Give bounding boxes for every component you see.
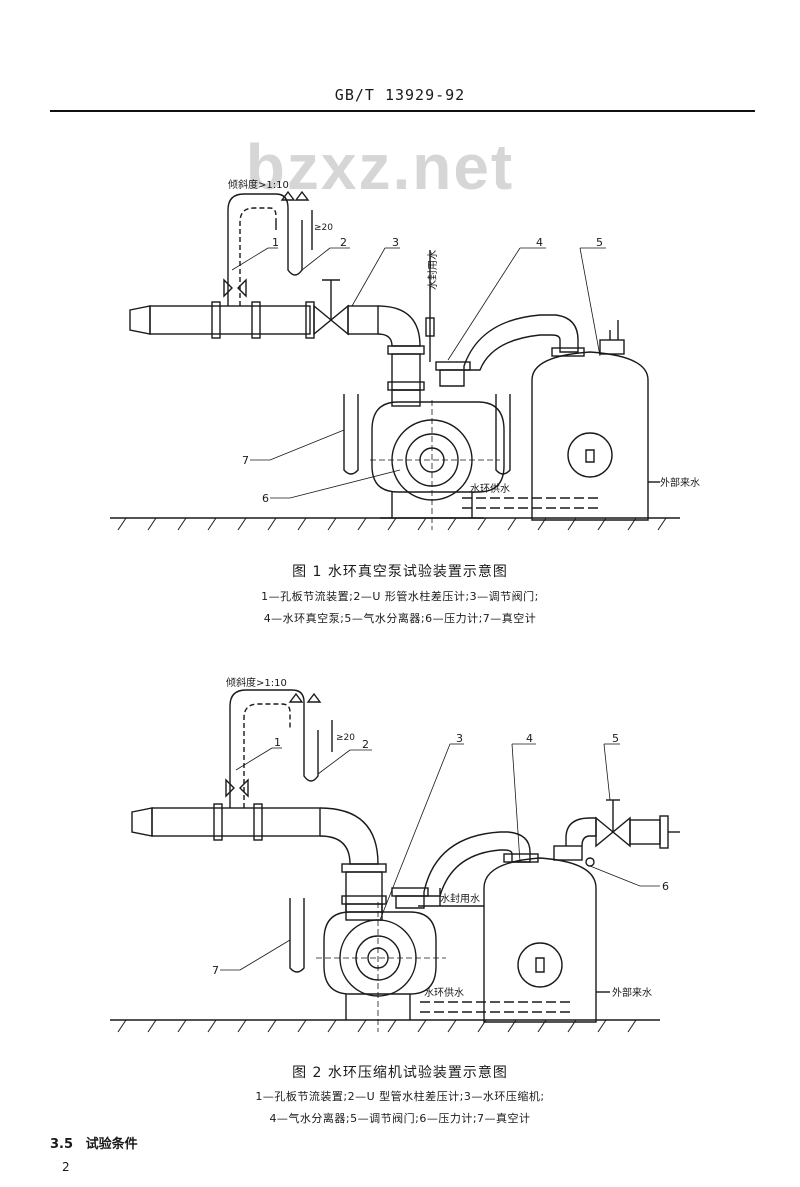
figure2-legend-line2: 4—气水分离器;5—调节阀门;6—压力计;7—真空计 [269,1112,531,1125]
fig1-drain-label: 外部来水 [660,476,700,489]
fig2-drain-label: 外部来水 [612,986,652,999]
fig2-callout-3: 3 [456,732,463,745]
fig2-callout-1: 1 [274,736,281,749]
fig1-dim-label: ≥20 [314,223,333,233]
fig1-slope-label: 倾斜度>1:10 [228,178,289,191]
figure1-legend-line2: 4—水环真空泵;5—气水分离器;6—压力计;7—真空计 [263,612,537,625]
page-number: 2 [62,1160,70,1174]
section-heading: 3.5 试验条件 [50,1133,138,1152]
section-number: 3.5 [50,1137,74,1152]
figure1-diagram: 1 2 3 4 5 6 7 倾斜度>1:10 ≥20 水环供水 外部来水 水封用… [110,178,700,531]
fig2-callout-4: 4 [526,732,533,745]
section-title: 试验条件 [85,1137,138,1152]
header-rule [50,110,755,112]
fig1-callout-2: 2 [340,236,347,249]
figure2-legend-line1: 1—孔板节流装置;2—U 型管水柱差压计;3—水环压缩机; [255,1090,545,1103]
figure2-title: 图 2 水环压缩机试验装置示意图 [292,1065,508,1081]
fig2-slope-label: 倾斜度>1:10 [226,676,287,689]
fig2-callout-6: 6 [662,880,669,893]
fig1-callout-3: 3 [392,236,399,249]
fig2-ring-water-label: 水环供水 [424,986,464,999]
fig1-callout-7: 7 [242,454,249,467]
fig2-seal-water-label: 水封用水 [440,892,480,905]
fig1-ring-water-label: 水环供水 [470,482,510,495]
fig1-callout-5: 5 [596,236,603,249]
fig1-callout-4: 4 [536,236,543,249]
fig1-callout-1: 1 [272,236,279,249]
figure1-title: 图 1 水环真空泵试验装置示意图 [292,564,508,580]
watermark: bzxz.net [245,131,515,203]
standard-header: GB/T 13929-92 [334,86,466,104]
fig2-dim-label: ≥20 [336,733,355,743]
figure2-diagram: 1 2 3 4 5 6 7 倾斜度>1:10 ≥20 水封用水 水环供水 外部来… [110,676,680,1033]
fig1-seal-water-label: 水封用水 [426,250,439,290]
fig2-callout-7: 7 [212,964,219,977]
fig2-callout-5: 5 [612,732,619,745]
fig1-callout-6: 6 [262,492,269,505]
fig2-callout-2: 2 [362,738,369,751]
figure1-legend-line1: 1—孔板节流装置;2—U 形管水柱差压计;3—调节阀门; [261,590,539,603]
